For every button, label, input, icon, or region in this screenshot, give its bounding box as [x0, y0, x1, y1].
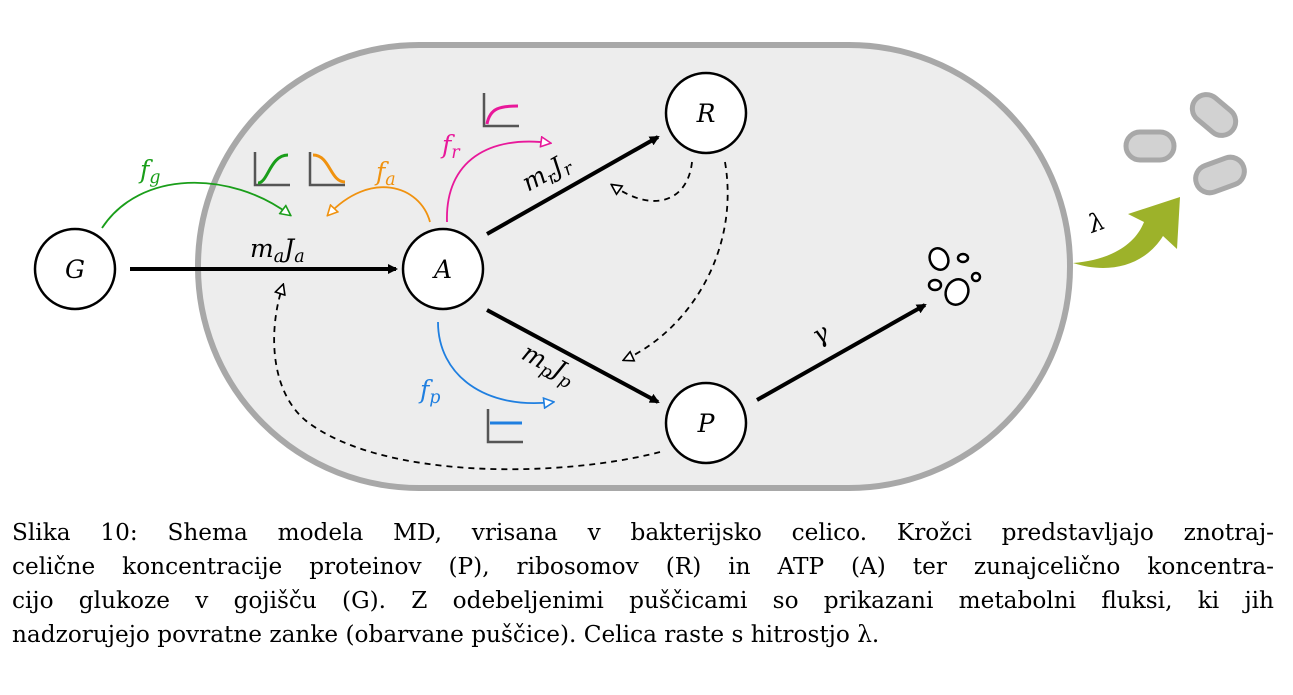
flux-arrow-A-to-R — [486, 135, 660, 236]
regulation-arrow-fp — [437, 321, 553, 403]
node-A — [401, 227, 485, 311]
activation-curve-icon — [253, 152, 290, 187]
saturating-curve-icon — [482, 93, 519, 128]
feedback-P-to-maJa — [273, 285, 661, 471]
growth-rate-label: λ — [1083, 206, 1109, 239]
figure-caption: Slika 10: Shema modela MD, vrisana v bak… — [12, 516, 1274, 652]
node-G-label: G — [65, 255, 85, 284]
protein-degradation-blobs-icon — [927, 247, 982, 306]
regulator-label-fg: fg — [138, 155, 160, 188]
regulator-label-fp: fp — [418, 375, 440, 408]
feedback-R-to-mrJr — [612, 161, 693, 202]
regulation-arrow-fa — [328, 186, 431, 223]
caption-line-4: nadzorujejo povratne zanke (obarvane puš… — [12, 621, 880, 648]
regulation-arrow-fg — [101, 181, 290, 229]
bacteria-icon — [1123, 92, 1247, 196]
flux-arrow-A-to-P — [486, 308, 660, 404]
growth-arrow-icon — [1073, 197, 1180, 268]
regulator-label-fa: fa — [374, 157, 396, 190]
node-P-label: P — [697, 409, 716, 438]
cell-body — [195, 42, 1073, 491]
feedback-R-to-mpJp — [624, 161, 729, 360]
caption-line-1: Slika 10: Shema modela MD, vrisana v bak… — [12, 519, 1274, 546]
flux-arrow-P-degradation — [756, 303, 927, 402]
repression-curve-icon — [308, 152, 346, 187]
caption-line-2: celične koncentracije proteinov (P), rib… — [12, 553, 1274, 580]
node-R — [664, 71, 748, 155]
node-A-label: A — [432, 255, 452, 284]
node-P — [664, 381, 748, 465]
regulation-arrow-fr — [446, 142, 550, 223]
node-G — [33, 227, 117, 311]
step-curve-icon — [486, 409, 523, 444]
flux-label-maJa: maJa — [250, 234, 305, 267]
caption-line-3: cijo glukoze v gojišču (G). Z odebeljeni… — [12, 587, 1274, 614]
model-diagram: G A R P maJa mrJr mpJp γ fg fa fr fp — [33, 42, 1247, 491]
node-R-label: R — [696, 99, 716, 128]
regulator-label-fr: fr — [440, 130, 461, 163]
